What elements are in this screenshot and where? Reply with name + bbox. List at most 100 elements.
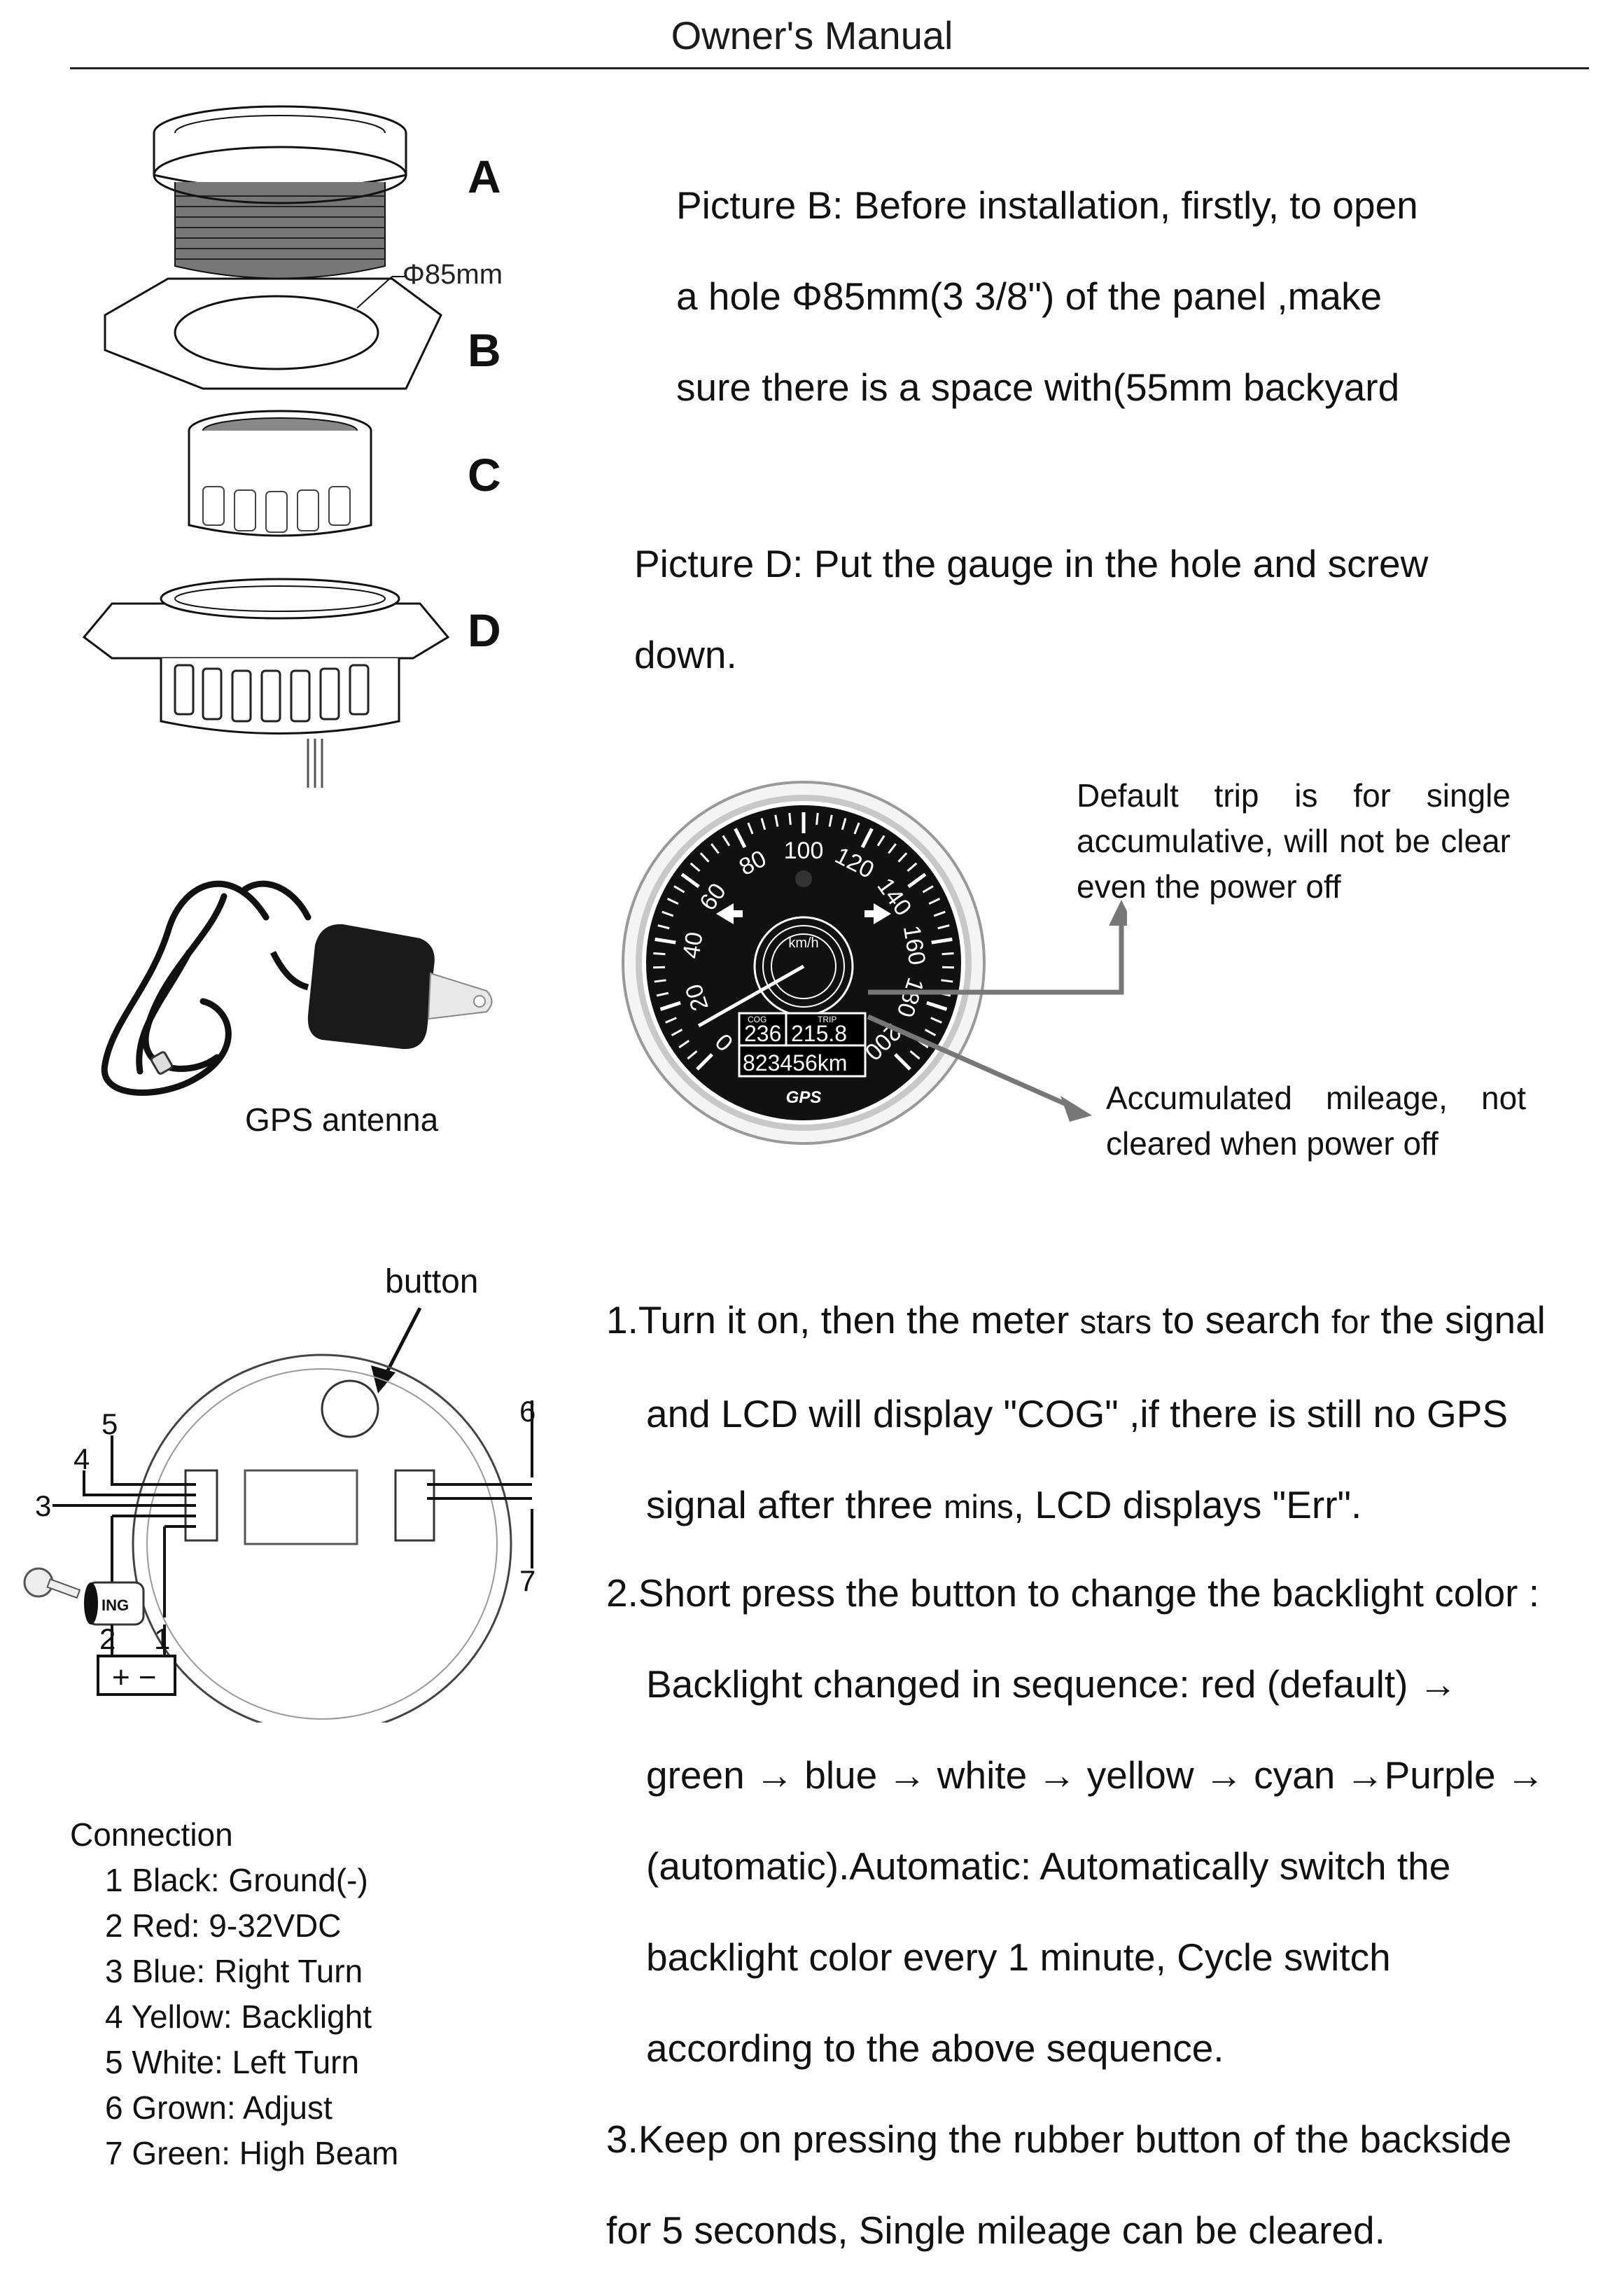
step3-line: for 5 seconds, Single mileage can be cle…: [606, 2208, 1385, 2252]
right-turn-indicator-icon: [874, 903, 891, 924]
pin-label-3: 3: [35, 1489, 51, 1522]
gauge-minor-tick: [690, 862, 701, 872]
part-c-nut: [188, 410, 372, 537]
step1-text: 1.Turn it on, then the meter: [606, 1298, 1080, 1342]
lcd-odometer: 823456km: [743, 1050, 847, 1076]
label-a: A: [468, 151, 501, 202]
step2-line: according to the above sequence.: [646, 2026, 1224, 2070]
gauge-minor-tick: [673, 885, 685, 893]
gauge-major-tick: [696, 1053, 713, 1071]
picture-b-line: sure there is a space with(55mm backyard: [676, 366, 1400, 409]
gauge-minor-tick: [888, 843, 897, 854]
connection-item: 5 White: Left Turn: [105, 2044, 360, 2080]
gauge-scale-label: 40: [678, 930, 708, 960]
gauge-minor-tick: [678, 1040, 690, 1049]
gauge-minor-tick: [922, 885, 934, 893]
gauge-minor-tick: [747, 822, 754, 835]
picture-d-text: Picture D: Put the gauge in the hole and…: [634, 518, 1428, 700]
pin-label-6: 6: [519, 1395, 536, 1428]
gauge-major-tick: [926, 1001, 948, 1011]
gauge-minor-tick: [876, 835, 886, 847]
gauge-minor-tick: [654, 979, 666, 983]
step1-text-small: mins: [943, 1489, 1014, 1526]
gauge-major-tick: [659, 1001, 681, 1011]
gauge-minor-tick: [665, 1017, 677, 1024]
step1-text: to search: [1152, 1298, 1331, 1342]
lcd-cog-label: COG: [748, 1015, 766, 1024]
gauge-minor-tick: [937, 924, 950, 930]
gauge-minor-tick: [666, 898, 679, 905]
part-b-panel: [104, 276, 442, 390]
step1-line-2: and LCD will display "COG" ,if there is …: [646, 1392, 1508, 1435]
instruction-step-2: 2.Short press the button to change the b…: [606, 1547, 1545, 2094]
gauge-major-tick: [654, 937, 676, 945]
gauge-callout-arrows: [867, 900, 1127, 1122]
picture-b-text: Picture B: Before installation, firstly,…: [676, 160, 1418, 433]
gauge-minor-tick: [930, 1017, 942, 1024]
gauge-major-tick: [860, 828, 874, 849]
gauge-minor-tick: [774, 814, 779, 827]
gauge-minor-tick: [760, 818, 766, 830]
lcd-trip-value: 215.8: [791, 1021, 847, 1046]
label-c: C: [468, 449, 501, 501]
instruction-step-1: 1.Turn it on, then the meter stars to se…: [606, 1274, 1546, 1553]
connection-item: 3 Blue: Right Turn: [105, 1953, 363, 1989]
ignition-key-icon: [23, 1567, 81, 1599]
step3-line: 3.Keep on pressing the rubber button of …: [606, 2117, 1512, 2161]
gauge-unit: km/h: [788, 935, 818, 951]
picture-d-line: Picture D: Put the gauge in the hole and…: [634, 542, 1429, 585]
battery-label: + −: [112, 1660, 157, 1695]
gauge-major-tick: [680, 872, 700, 889]
button-label: button: [385, 1263, 478, 1300]
pin-label-1: 1: [154, 1622, 170, 1655]
step1-line-3: signal after three mins, LCD displays "E…: [606, 1459, 1546, 1553]
gauge-minor-tick: [853, 822, 860, 835]
picture-d-line: down.: [634, 633, 737, 676]
connection-list: 1 Black: Ground(-) 2 Red: 9-32VDC 3 Blue…: [105, 1858, 398, 2176]
left-turn-indicator-icon: [716, 903, 734, 924]
gauge-major-tick: [894, 1053, 911, 1071]
gauge-minor-tick: [909, 1050, 920, 1060]
gauge-scale-label: 160: [898, 924, 930, 967]
gauge-minor-tick: [924, 1029, 937, 1036]
gauge-minor-tick: [941, 966, 954, 969]
gauge-major-tick: [907, 872, 927, 889]
gauge-minor-tick: [662, 910, 674, 917]
part-a-gauge-body: [153, 105, 407, 279]
pin-label-4: 4: [74, 1442, 90, 1475]
gauge-minor-tick: [933, 910, 946, 917]
label-b: B: [468, 324, 501, 376]
connection-heading: Connection: [70, 1816, 233, 1853]
battery-icon: [97, 1655, 176, 1696]
gauge-needle: [697, 964, 805, 1028]
pin-label-7: 7: [519, 1564, 536, 1597]
page-title: Owner's Manual: [671, 13, 953, 57]
part-d-assembled: [82, 578, 450, 788]
gps-antenna-image: [101, 880, 493, 1096]
lcd-cog-value: 236: [744, 1021, 781, 1046]
connection-item: 2 Red: 9-32VDC: [105, 1907, 342, 1944]
picture-b-line: Picture B: Before installation, firstly,…: [676, 183, 1418, 227]
connection-item: 4 Yellow: Backlight: [105, 1998, 372, 2035]
mileage-note: Accumulated mileage, not cleared when po…: [1106, 1080, 1526, 1162]
gauge-minor-tick: [941, 979, 953, 983]
gauge-minor-tick: [906, 862, 918, 872]
gauge-minor-tick: [653, 966, 666, 969]
step2-line: (automatic).Automatic: Automatically swi…: [646, 1844, 1451, 1888]
connection-item: 7 Green: High Beam: [105, 2135, 399, 2171]
step2-line: green → blue → white → yellow → cyan →Pu…: [646, 1753, 1545, 1797]
instruction-step-3: 3.Keep on pressing the rubber button of …: [606, 2094, 1511, 2276]
gauge-minor-tick: [656, 992, 669, 997]
gauge-minor-tick: [657, 924, 670, 930]
step2-line: backlight color every 1 minute, Cycle sw…: [646, 1935, 1391, 1979]
gauge-minor-tick: [841, 818, 847, 830]
gauge-minor-tick: [710, 843, 720, 854]
step1-text-small: for: [1331, 1304, 1371, 1341]
step1-text: signal after three: [646, 1483, 944, 1526]
gauge-major-tick: [931, 937, 953, 945]
step1-text-small: stars: [1079, 1304, 1152, 1341]
step2-line: Backlight changed in sequence: red (defa…: [646, 1662, 1457, 1706]
step1-line-1: 1.Turn it on, then the meter stars to se…: [606, 1274, 1546, 1368]
antenna-puck: [307, 924, 493, 1050]
